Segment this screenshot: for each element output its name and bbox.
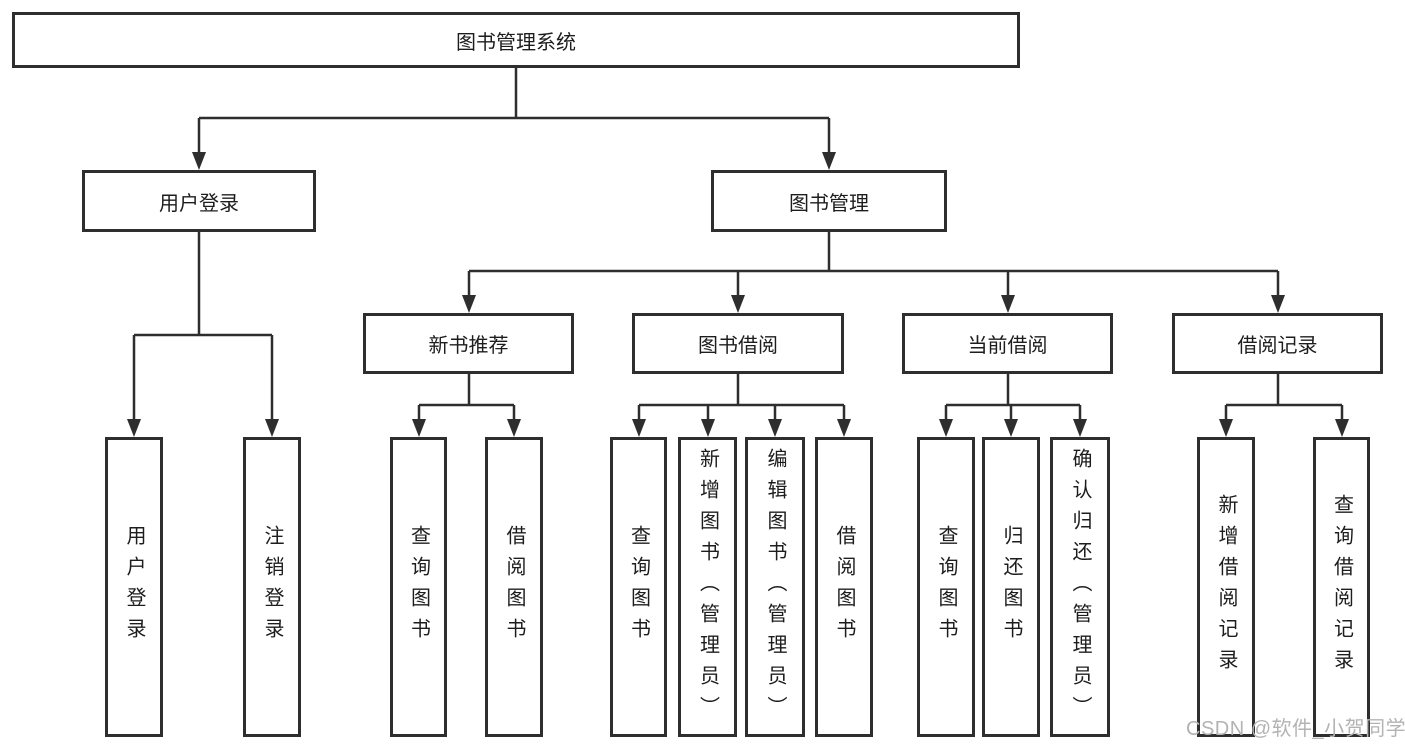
node-root-label: 图书管理系统 [456,31,576,54]
node-user-login-label: 用户登录 [159,192,239,215]
leaf-query-books-current: 查询图书 [917,437,975,737]
node-user-login: 用户登录 [82,170,316,232]
leaf-borrow-books-recommend-label: 借阅图书 [503,525,525,649]
node-book-management: 图书管理 [711,170,947,232]
leaf-add-books-admin-label: 新增图书（管理员） [696,447,719,727]
connector-current-borrow-children [939,373,1087,437]
leaf-borrow-books-borrow: 借阅图书 [815,437,873,737]
node-book-borrow-label: 图书借阅 [698,335,778,357]
leaf-query-books-recommend-label: 查询图书 [407,525,430,649]
leaf-borrow-books-recommend: 借阅图书 [485,437,543,737]
leaf-query-books-borrow: 查询图书 [610,437,667,737]
leaf-query-books-recommend: 查询图书 [390,437,447,737]
leaf-add-borrow-record-label: 新增借阅记录 [1215,494,1237,680]
node-current-borrow: 当前借阅 [902,313,1113,374]
node-book-borrow: 图书借阅 [632,313,844,374]
leaf-query-books-borrow-label: 查询图书 [627,525,650,649]
leaf-edit-books-admin: 编辑图书（管理员） [745,437,805,737]
node-book-management-label: 图书管理 [789,192,869,215]
connector-borrow-records-children [1219,373,1349,437]
leaf-add-borrow-record: 新增借阅记录 [1197,437,1255,737]
connector-book-borrow-children [632,373,851,437]
leaf-query-borrow-record-label: 查询借阅记录 [1330,494,1353,680]
leaf-return-books-label: 归还图书 [1000,525,1022,649]
connector-book-management-children [462,231,1285,313]
leaf-user-login: 用户登录 [105,437,163,737]
watermark: CSDN @软件_小贺同学 [1186,718,1405,740]
leaf-query-books-current-label: 查询图书 [935,525,957,649]
leaf-confirm-return-admin-label: 确认归还（管理员） [1069,447,1091,727]
node-borrow-records: 借阅记录 [1172,313,1383,374]
leaf-edit-books-admin-label: 编辑图书（管理员） [764,447,786,727]
connector-user-login-children [127,231,279,437]
node-borrow-records-label: 借阅记录 [1237,335,1318,357]
leaf-return-books: 归还图书 [982,437,1040,737]
leaf-borrow-books-borrow-label: 借阅图书 [833,525,855,649]
node-root: 图书管理系统 [12,12,1020,68]
leaf-user-login-label: 用户登录 [123,525,145,649]
connector-new-book-recommend-children [412,373,521,437]
leaf-query-borrow-record: 查询借阅记录 [1313,437,1370,737]
leaf-confirm-return-admin: 确认归还（管理员） [1050,437,1110,737]
node-new-book-recommend: 新书推荐 [363,313,574,374]
leaf-logout-login-label: 注销登录 [261,525,283,649]
leaf-add-books-admin: 新增图书（管理员） [678,437,737,737]
node-current-borrow-label: 当前借阅 [967,335,1048,357]
node-new-book-recommend-label: 新书推荐 [428,335,509,357]
leaf-logout-login: 注销登录 [243,437,301,737]
connector-root-children [192,68,836,170]
